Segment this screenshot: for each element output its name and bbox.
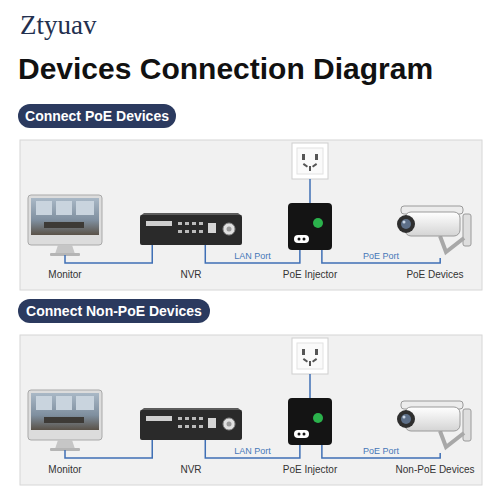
pill-text: Connect PoE Devices xyxy=(25,108,169,124)
device-label: PoE Injector xyxy=(248,269,372,280)
device-node: PoE Injector xyxy=(288,398,332,445)
device-node: Monitor xyxy=(28,195,102,255)
device-label: Non-PoE Devices xyxy=(358,464,500,475)
device-label: Monitor xyxy=(0,269,142,280)
cable-line xyxy=(205,245,300,263)
device-node: PoE Injector xyxy=(288,203,332,250)
port-label: PoE Port xyxy=(346,446,416,456)
device-label: Monitor xyxy=(0,464,142,475)
device-node: NVR xyxy=(140,408,242,440)
device-label: NVR xyxy=(100,464,282,475)
section-pill: Connect Non-PoE Devices xyxy=(18,299,210,323)
diagram-title: Devices Connection Diagram xyxy=(18,52,433,86)
device-label: PoE Devices xyxy=(358,269,500,280)
device-label: PoE Injector xyxy=(248,464,372,475)
cable-line xyxy=(65,440,152,458)
device-label: NVR xyxy=(100,269,282,280)
port-label: LAN Port xyxy=(218,251,288,261)
pill-text: Connect Non-PoE Devices xyxy=(26,303,202,319)
cable-line xyxy=(322,445,440,458)
device-node: Monitor xyxy=(28,390,102,450)
port-label: PoE Port xyxy=(346,251,416,261)
device-node: NVR xyxy=(140,213,242,245)
device-node: PoE Devices xyxy=(398,205,472,258)
cable-line xyxy=(322,250,440,263)
device-node: Non-PoE Devices xyxy=(398,400,472,453)
cable-line xyxy=(205,440,300,458)
section-pill: Connect PoE Devices xyxy=(18,104,176,128)
brand-name: Ztyuav xyxy=(20,10,96,41)
port-label: LAN Port xyxy=(218,446,288,456)
cable-line xyxy=(65,245,152,263)
